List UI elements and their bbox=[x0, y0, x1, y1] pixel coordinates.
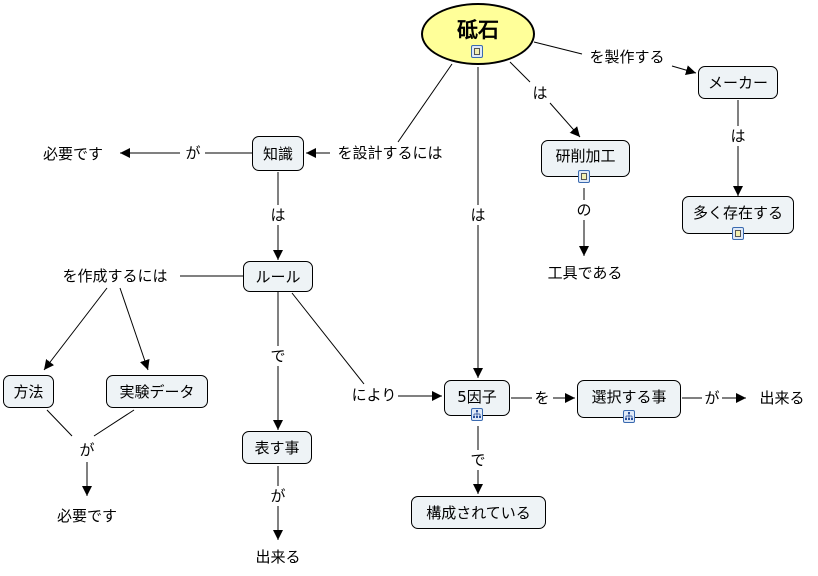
link-phrase-sakusei[interactable]: を作成するには bbox=[61, 267, 169, 285]
concept-label: メーカー bbox=[707, 74, 768, 92]
concept-label: 選択する事 bbox=[591, 387, 667, 406]
concept-label: 実験データ bbox=[119, 383, 195, 401]
link-phrase-niyori[interactable]: により bbox=[350, 386, 398, 404]
concept-root-label: 砥石 bbox=[457, 18, 499, 42]
link-phrase-wo[interactable]: を bbox=[533, 389, 551, 407]
concept-kougu[interactable]: 工具である bbox=[547, 264, 623, 282]
concept-label: 知識 bbox=[262, 145, 293, 163]
link-phrase-ga-arawasu[interactable]: が bbox=[269, 487, 287, 505]
link-root-sekkei bbox=[397, 63, 453, 143]
concept-dekiru-1[interactable]: 出来る bbox=[255, 548, 301, 566]
concept-label: 研削加工 bbox=[555, 147, 616, 165]
concept-hitsuyou-2[interactable]: 必要です bbox=[56, 507, 118, 525]
link-sakusei-houhou bbox=[43, 287, 108, 371]
link-phrase-sekkei[interactable]: を設計するには bbox=[336, 144, 444, 162]
submap-icon[interactable] bbox=[623, 410, 635, 423]
link-phrase-wa-goinshi[interactable]: は bbox=[469, 206, 487, 224]
link-phrase-wa-maker[interactable]: は bbox=[729, 127, 747, 145]
document-icon[interactable] bbox=[732, 227, 744, 240]
concept-root[interactable]: 砥石 bbox=[421, 3, 535, 65]
concept-chishiki[interactable]: 知識 bbox=[252, 136, 304, 171]
link-root-wa-kensaku bbox=[509, 61, 531, 83]
link-jikken-ga bbox=[93, 409, 135, 437]
link-phrase-seisaku[interactable]: を製作する bbox=[588, 48, 666, 66]
link-wa-kensaku bbox=[549, 102, 581, 138]
concept-jikken[interactable]: 実験データ bbox=[106, 375, 208, 408]
concept-label: 構成されている bbox=[426, 504, 531, 522]
link-phrase-no[interactable]: の bbox=[575, 201, 593, 219]
document-icon[interactable] bbox=[471, 45, 483, 58]
link-rule-niyori bbox=[291, 292, 365, 385]
document-icon[interactable] bbox=[578, 170, 590, 183]
concept-rule[interactable]: ルール bbox=[243, 261, 313, 292]
concept-label: 方法 bbox=[13, 383, 44, 401]
link-phrase-wa-kensaku[interactable]: は bbox=[531, 84, 549, 102]
link-root-seisaku bbox=[533, 41, 583, 55]
concept-hitsuyou-1[interactable]: 必要です bbox=[42, 145, 104, 163]
concept-label: 表す事 bbox=[254, 439, 300, 457]
link-houhou-ga bbox=[46, 409, 73, 437]
submap-icon[interactable] bbox=[471, 408, 483, 421]
link-phrase-ga-sentaku[interactable]: が bbox=[703, 389, 721, 407]
concept-arawasu[interactable]: 表す事 bbox=[242, 431, 312, 464]
link-phrase-de-rule[interactable]: で bbox=[269, 347, 287, 365]
concept-label: ルール bbox=[255, 268, 301, 286]
link-phrase-ga-houhou[interactable]: が bbox=[78, 441, 96, 459]
concept-dekiru-2[interactable]: 出来る bbox=[759, 389, 805, 407]
link-sakusei-jikken bbox=[119, 287, 150, 371]
concept-kousei[interactable]: 構成されている bbox=[411, 496, 546, 529]
link-phrase-wa-chishiki[interactable]: は bbox=[269, 206, 287, 224]
concept-maker[interactable]: メーカー bbox=[698, 66, 778, 99]
link-phrase-de-goinshi[interactable]: で bbox=[469, 451, 487, 469]
concept-label: 多く存在する bbox=[692, 203, 783, 222]
concept-label: 5因子 bbox=[457, 387, 497, 406]
concept-houhou[interactable]: 方法 bbox=[3, 375, 54, 408]
link-phrase-ga-chishiki[interactable]: が bbox=[184, 144, 202, 162]
link-seisaku-maker bbox=[671, 65, 697, 75]
